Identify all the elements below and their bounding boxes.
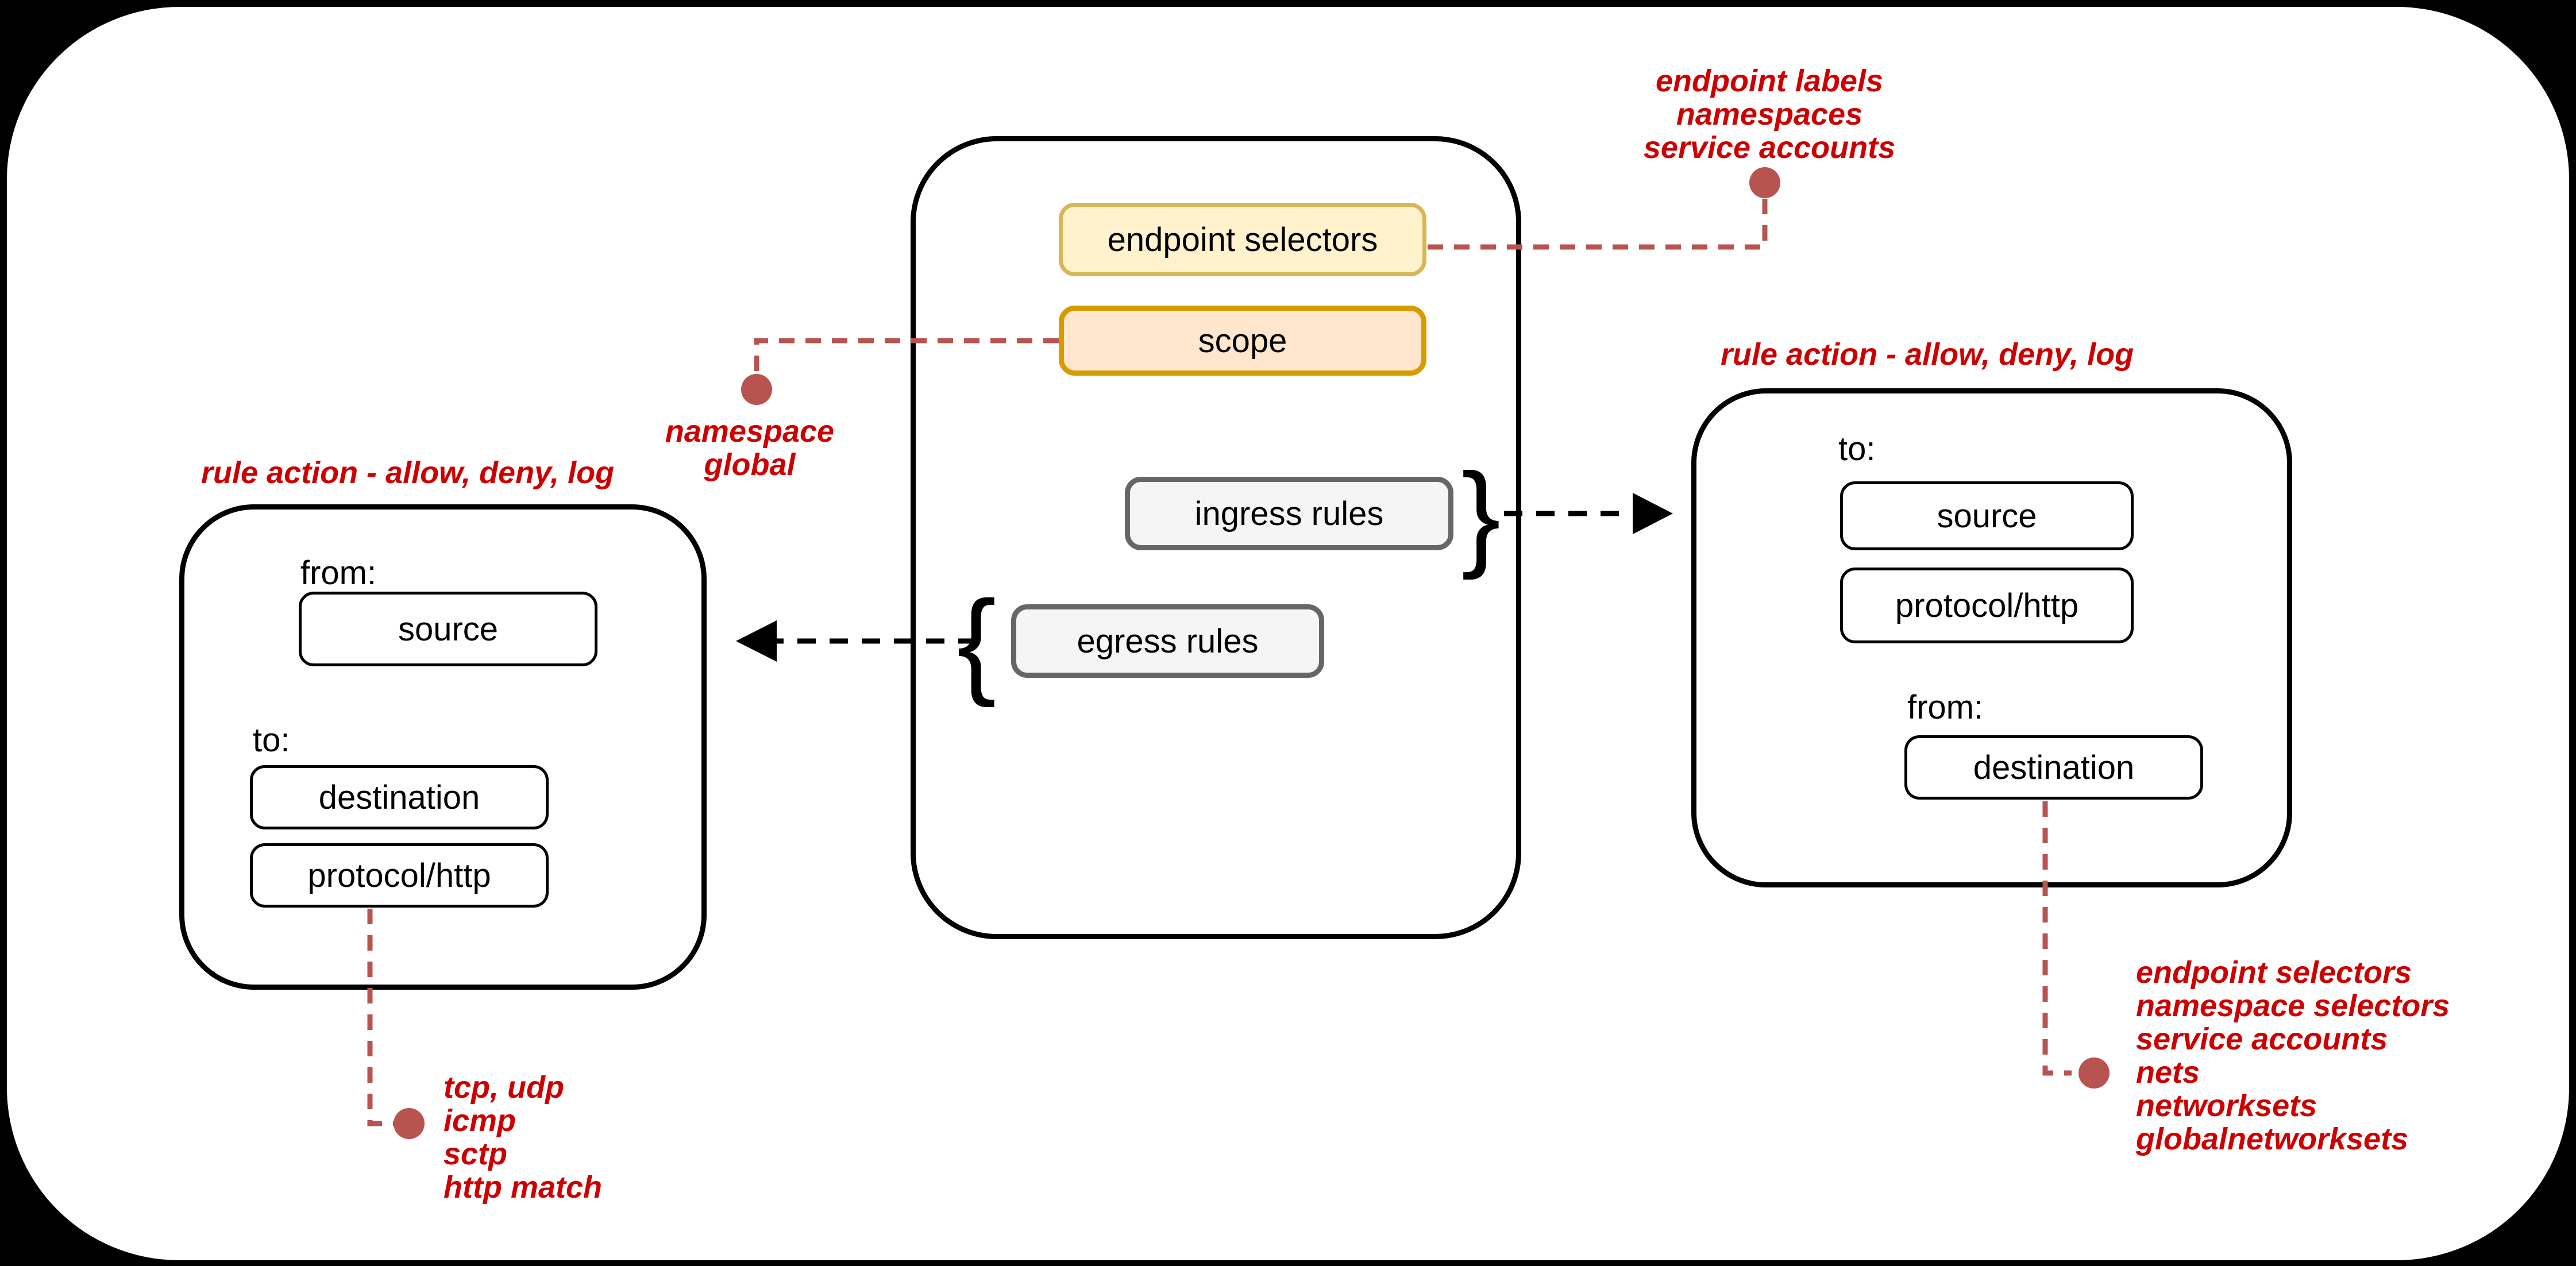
ingress-source-label: source [1937,497,2037,535]
annotation-line: namespace [665,414,835,449]
annotation-line: tcp, udp [444,1070,564,1105]
ingress-destination-node: destination [1904,735,2203,800]
annotation-line: namespace selectors [2136,989,2450,1023]
ingress-rules-label: ingress rules [1194,495,1384,532]
annotation-line: global [704,447,796,482]
egress-destination-node: destination [250,765,549,829]
endpoint-selectors-label: endpoint selectors [1107,221,1378,258]
ingress-protocol-node: protocol/http [1840,568,2134,643]
annotation-line: networksets [2136,1089,2317,1123]
egress-rule-title: rule action - allow, deny, log [201,456,615,490]
egress-protocol-node: protocol/http [250,843,549,908]
ingress-to-label: to: [1838,430,1876,468]
ingress-protocol-label: protocol/http [1895,586,2079,624]
annotation-line: service accounts [2136,1022,2388,1056]
scope-node: scope [1059,306,1426,376]
ingress-rules-node: ingress rules [1125,477,1453,550]
annotation-line: nets [2136,1055,2200,1090]
egress-to-label: to: [253,721,290,759]
egress-rules-node: egress rules [1011,604,1324,678]
egress-rules-label: egress rules [1077,622,1259,660]
egress-destination-label: destination [318,778,480,816]
egress-source-label: source [398,610,499,648]
annotation-line: endpoint labels [1655,64,1884,98]
annotation-line: service accounts [1643,130,1896,165]
ingress-from-label: from: [1907,689,1984,726]
egress-rule-container [179,504,707,990]
annotation-line: endpoint selectors [2136,955,2412,990]
annotation-line: sctp [444,1137,508,1171]
annotation-line: globalnetworksets [2136,1122,2409,1156]
egress-protocol-label: protocol/http [307,856,491,894]
egress-brace: { [957,576,997,708]
ingress-rule-title: rule action - allow, deny, log [1721,337,2134,372]
annotation-line: namespaces [1676,97,1863,132]
scope-label: scope [1198,322,1287,360]
annotation-line: http match [444,1170,602,1205]
ingress-destination-label: destination [1973,748,2135,786]
egress-source-node: source [299,592,597,666]
annotation-line: icmp [444,1103,516,1138]
ingress-brace: } [1461,449,1501,581]
ingress-source-node: source [1840,481,2134,550]
endpoint-selectors-node: endpoint selectors [1059,203,1426,276]
egress-from-label: from: [300,554,377,592]
